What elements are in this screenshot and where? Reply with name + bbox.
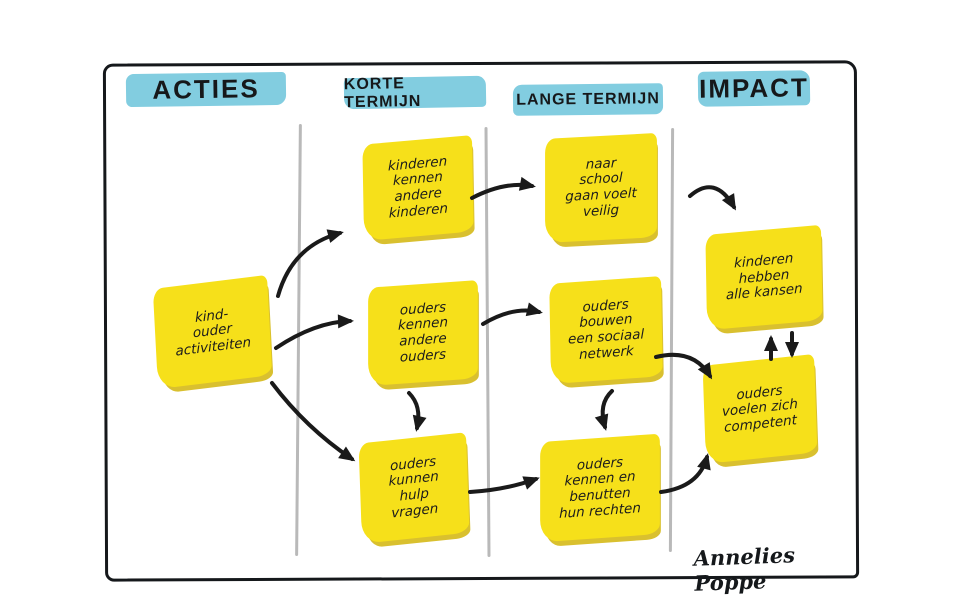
note-ouders-voelen-zich-competent: ouders voelen zich competent <box>702 354 818 464</box>
note-naar-school-gaan-voelt-veilig: naar school gaan voelt veilig <box>545 132 657 244</box>
column-header-label: IMPACT <box>698 72 810 104</box>
column-header-label: KORTE TERMIJN <box>343 74 422 111</box>
note-ouders-kunnen-hulp-vragen: ouders kunnen hulp vragen <box>358 432 470 544</box>
column-header-label: ACTIES <box>152 73 260 105</box>
column-header-label: LANGE TERMIJN <box>516 89 660 109</box>
column-header-lange-termijn: LANGE TERMIJN <box>512 83 664 116</box>
column-header-korte-termijn: KORTE TERMIJN <box>343 74 487 111</box>
note-ouders-kennen-en-benutten-hun-rechten: ouders kennen en benutten hun rechten <box>540 433 660 543</box>
note-kinderen-hebben-alle-kansen: kinderen hebben alle kansen <box>705 224 823 331</box>
note-ouders-kennen-andere-ouders: ouders kennen andere ouders <box>368 280 478 386</box>
author-signature: Annelies Poppe <box>693 542 796 596</box>
column-header-impact: IMPACT <box>697 70 811 107</box>
note-kinderen-kennen-andere-kinderen: kinderen kennen andere kinderen <box>362 135 474 241</box>
column-header-acties: ACTIES <box>125 71 287 108</box>
note-ouders-bouwen-een-sociaal-netwerk: ouders bouwen een sociaal netwerk <box>549 276 663 384</box>
note-kind-ouder-activiteiten: kind- ouder activiteiten <box>152 274 273 390</box>
